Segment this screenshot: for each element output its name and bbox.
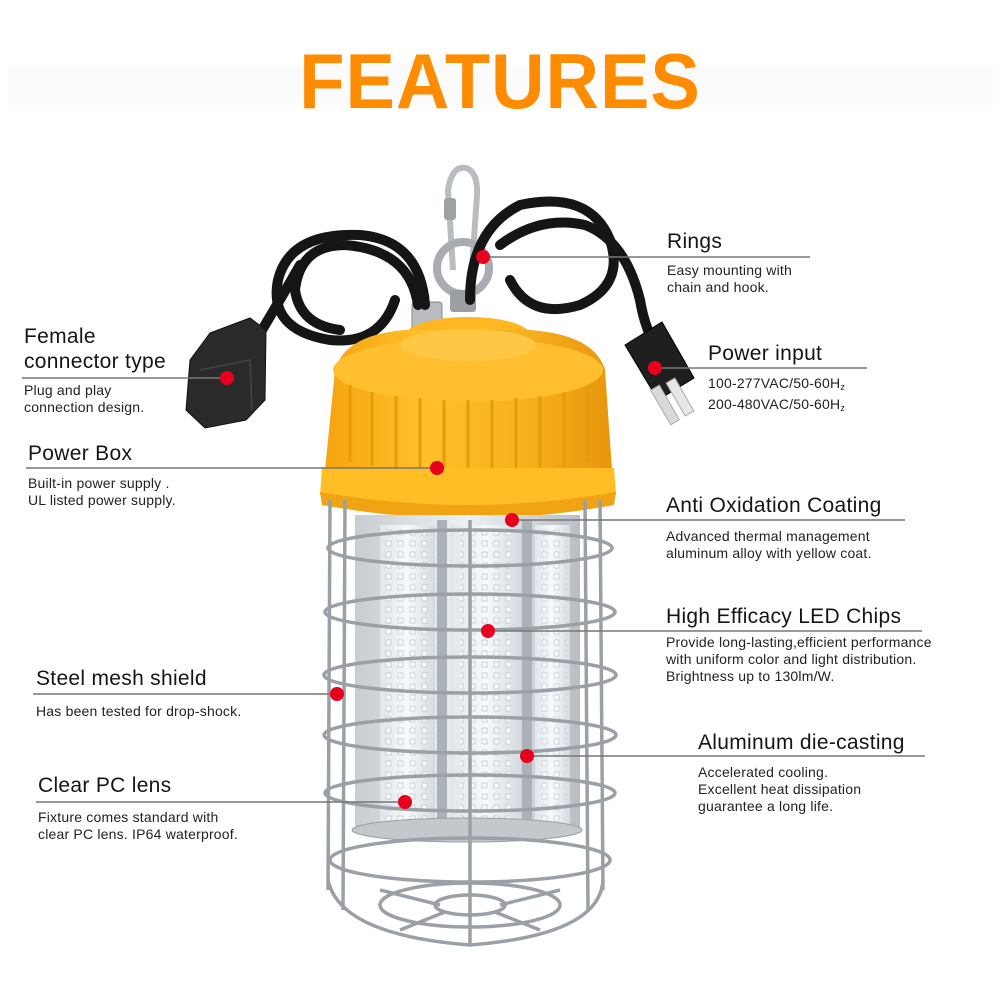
callout-title: Female <box>24 325 96 348</box>
callout-title: Anti Oxidation Coating <box>666 494 882 517</box>
marker-steel-mesh <box>330 687 344 701</box>
callout-led-chips: High Efficacy LED Chips Provide long-las… <box>666 604 932 685</box>
callout-title: Power Box <box>28 442 133 465</box>
marker-rings <box>476 250 490 264</box>
male-plug-icon <box>624 321 695 426</box>
callout-description: UL listed power supply. <box>28 492 176 508</box>
marker-power-input <box>648 361 662 375</box>
callout-description: Provide long-lasting,efficient performan… <box>666 634 932 650</box>
voltage-spec-2: 200-480VAC/50-60H <box>708 396 841 412</box>
callout-title: connector type <box>24 350 166 373</box>
callout-description: Brightness up to 130lm/W. <box>666 668 835 684</box>
callout-rings: Rings Easy mounting with chain and hook. <box>667 229 792 296</box>
callout-anti-oxidation: Anti Oxidation Coating Advanced thermal … <box>666 493 882 562</box>
marker-anti-oxidation <box>505 513 519 527</box>
callout-description: Built-in power supply . <box>28 475 170 491</box>
marker-power-box <box>430 461 444 475</box>
callout-title: Clear PC lens <box>38 774 172 797</box>
callout-description: chain and hook. <box>667 279 769 295</box>
callout-description: Accelerated cooling. <box>698 764 829 780</box>
callout-power-input: Power input 100-277VAC/50-60Hz 200-480VA… <box>708 342 846 413</box>
callout-title: Steel mesh shield <box>36 667 207 690</box>
callout-description: Has been tested for drop-shock. <box>36 703 242 719</box>
marker-clear-pc-lens <box>398 795 412 809</box>
voltage-spec-1: 100-277VAC/50-60H <box>708 375 841 391</box>
callout-description: Excellent heat dissipation <box>698 781 862 797</box>
leader-lines <box>22 256 925 803</box>
callout-title: Aluminum die-casting <box>698 731 905 754</box>
callout-markers <box>220 250 662 809</box>
callout-description: with uniform color and light distributio… <box>666 651 917 667</box>
callout-description: Plug and play <box>24 382 112 398</box>
steel-cage <box>322 499 618 947</box>
callout-title: High Efficacy LED Chips <box>666 605 902 628</box>
callout-title: Power input <box>708 342 823 365</box>
callout-clear-pc-lens: Clear PC lens Fixture comes standard wit… <box>38 773 238 843</box>
carabiner-hook-icon <box>444 164 481 271</box>
power-box-housing <box>320 317 616 519</box>
callout-die-casting: Aluminum die-casting Accelerated cooling… <box>698 730 905 815</box>
callout-description: Advanced thermal management <box>666 528 870 544</box>
marker-die-casting <box>520 749 534 763</box>
callout-description: aluminum alloy with yellow coat. <box>666 545 872 561</box>
page-title: FEATURES <box>299 37 701 125</box>
marker-female-connector <box>220 371 234 385</box>
callout-description: Fixture comes standard with <box>38 809 219 825</box>
callout-steel-mesh: Steel mesh shield Has been tested for dr… <box>36 666 241 720</box>
callout-description: clear PC lens. IP64 waterproof. <box>38 826 238 842</box>
callout-female-connector: Female connector type Plug and play conn… <box>24 324 166 416</box>
marker-led-chips <box>481 624 495 638</box>
callout-description: connection design. <box>24 399 145 415</box>
power-cord-coil-icon <box>257 196 663 355</box>
callout-power-box: Power Box Built-in power supply . UL lis… <box>28 441 176 509</box>
callout-description: guarantee a long life. <box>698 798 834 814</box>
title-background-band <box>8 65 993 105</box>
callout-description: Easy mounting with <box>667 262 792 278</box>
callout-title: Rings <box>667 230 723 253</box>
